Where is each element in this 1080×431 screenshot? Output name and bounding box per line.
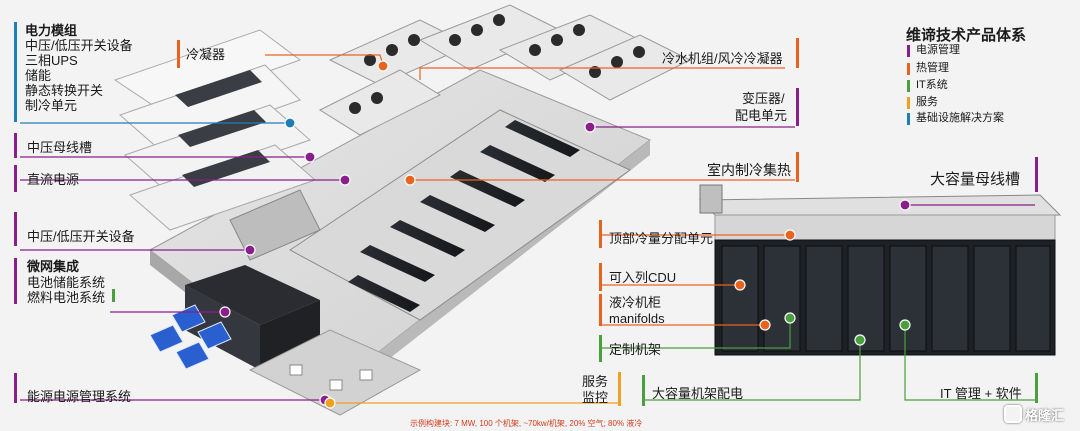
legend-item-power: 电源管理 [907, 44, 960, 57]
office-area [248, 329, 422, 416]
indoor-cooling-bar [796, 152, 799, 182]
legend-label-service: 服务 [916, 96, 938, 108]
legend-label-thermal: 热管理 [916, 62, 949, 74]
custom-rack-label: 定制机架 [609, 342, 662, 357]
legend-label-infra: 基础设施解决方案 [916, 112, 1004, 124]
rack-power-label: 大容量机架配电 [652, 386, 744, 401]
server-rows [348, 120, 580, 312]
liquid-rack-cluster [698, 184, 1062, 356]
dc-power-bar [14, 165, 17, 192]
legend-label-power: 电源管理 [916, 44, 960, 56]
busway-mv-label: 中压母线槽 [27, 140, 93, 155]
microgrid-battery: 电池储能系统 [27, 275, 106, 290]
power-item-storage: 储能 [25, 68, 52, 83]
service-label-1: 服务 [582, 374, 609, 389]
endpoint-dots [219, 60, 911, 409]
legend-title: 维谛技术产品体系 [906, 27, 1027, 44]
service-bar [618, 372, 621, 406]
legend-swatch-service [907, 97, 910, 109]
custom-rack-bar [599, 335, 602, 362]
leader-lines [20, 54, 1035, 404]
top-cdu-label: 顶部冷量分配单元 [609, 231, 714, 246]
legend-item-it: IT系统 [907, 79, 948, 92]
rack-power-bar [642, 375, 645, 406]
watermark: 格隆汇 [1004, 405, 1064, 424]
condenser-label: 冷凝器 [186, 47, 226, 62]
dc-power-label: 直流电源 [27, 172, 80, 187]
legend-swatch-infra [907, 113, 910, 125]
chiller-label: 冷水机组/风冷冷凝器 [662, 51, 783, 66]
power-item-sts: 静态转换开关 [25, 83, 104, 98]
transformer-bar [796, 88, 799, 126]
legend-item-infra: 基础设施解决方案 [907, 112, 1004, 125]
top-cdu-bar [599, 220, 602, 248]
microgrid-it-marker [112, 289, 115, 302]
power-rooms [113, 29, 321, 261]
it-mgmt-bar [1035, 373, 1038, 403]
energy-mgmt-bar [14, 373, 17, 403]
legend-item-service: 服务 [907, 96, 938, 109]
chiller-fans [349, 14, 645, 114]
legend-swatch-power [907, 45, 910, 57]
liquid-cabinet-label-2: manifolds [609, 311, 665, 326]
indoor-cooling-label: 室内制冷集热 [707, 162, 791, 178]
legend-swatch-thermal [907, 63, 910, 75]
energy-mgmt-label: 能源电源管理系统 [27, 389, 132, 404]
big-busway-label: 大容量母线槽 [930, 171, 1021, 188]
watermark-text: 格隆汇 [1025, 408, 1065, 423]
it-mgmt-label: IT 管理 + 软件 [940, 386, 1022, 401]
switchgear-label: 中压/低压开关设备 [27, 229, 135, 244]
microgrid-fuelcell: 燃料电池系统 [27, 290, 106, 305]
inrow-cdu-bar [599, 263, 602, 291]
power-item-cooling: 制冷单元 [25, 98, 78, 113]
switchgear-bar [14, 212, 17, 246]
service-label-2: 监控 [582, 390, 609, 405]
watermark-logo-icon [1004, 405, 1022, 423]
power-module-bar [14, 22, 17, 122]
microgrid-title: 微网集成 [27, 259, 80, 274]
legend-label-it: IT系统 [916, 79, 948, 91]
microgrid-bar [14, 258, 17, 304]
legend-item-thermal: 热管理 [907, 62, 949, 75]
condenser-bar [177, 40, 180, 68]
power-item-switchgear: 中压/低压开关设备 [25, 38, 133, 53]
footnote: 示例构建块: 7 MW, 100 个机架, ~70kw/机架, 20% 空气; … [410, 419, 643, 428]
power-module-title: 电力模组 [25, 23, 78, 38]
legend-swatch-it [907, 80, 910, 92]
busway-mv-bar [14, 133, 17, 158]
transformer-label-1: 变压器/ [742, 91, 785, 106]
inrow-cdu-label: 可入列CDU [609, 270, 677, 285]
liquid-cabinet-bar [599, 294, 602, 326]
power-item-ups: 三相UPS [25, 53, 78, 68]
transformer-label-2: 配电单元 [735, 108, 788, 123]
liquid-cabinet-label-1: 液冷机柜 [609, 295, 662, 310]
chiller-bar [796, 38, 799, 68]
big-busway-bar [1035, 157, 1038, 192]
